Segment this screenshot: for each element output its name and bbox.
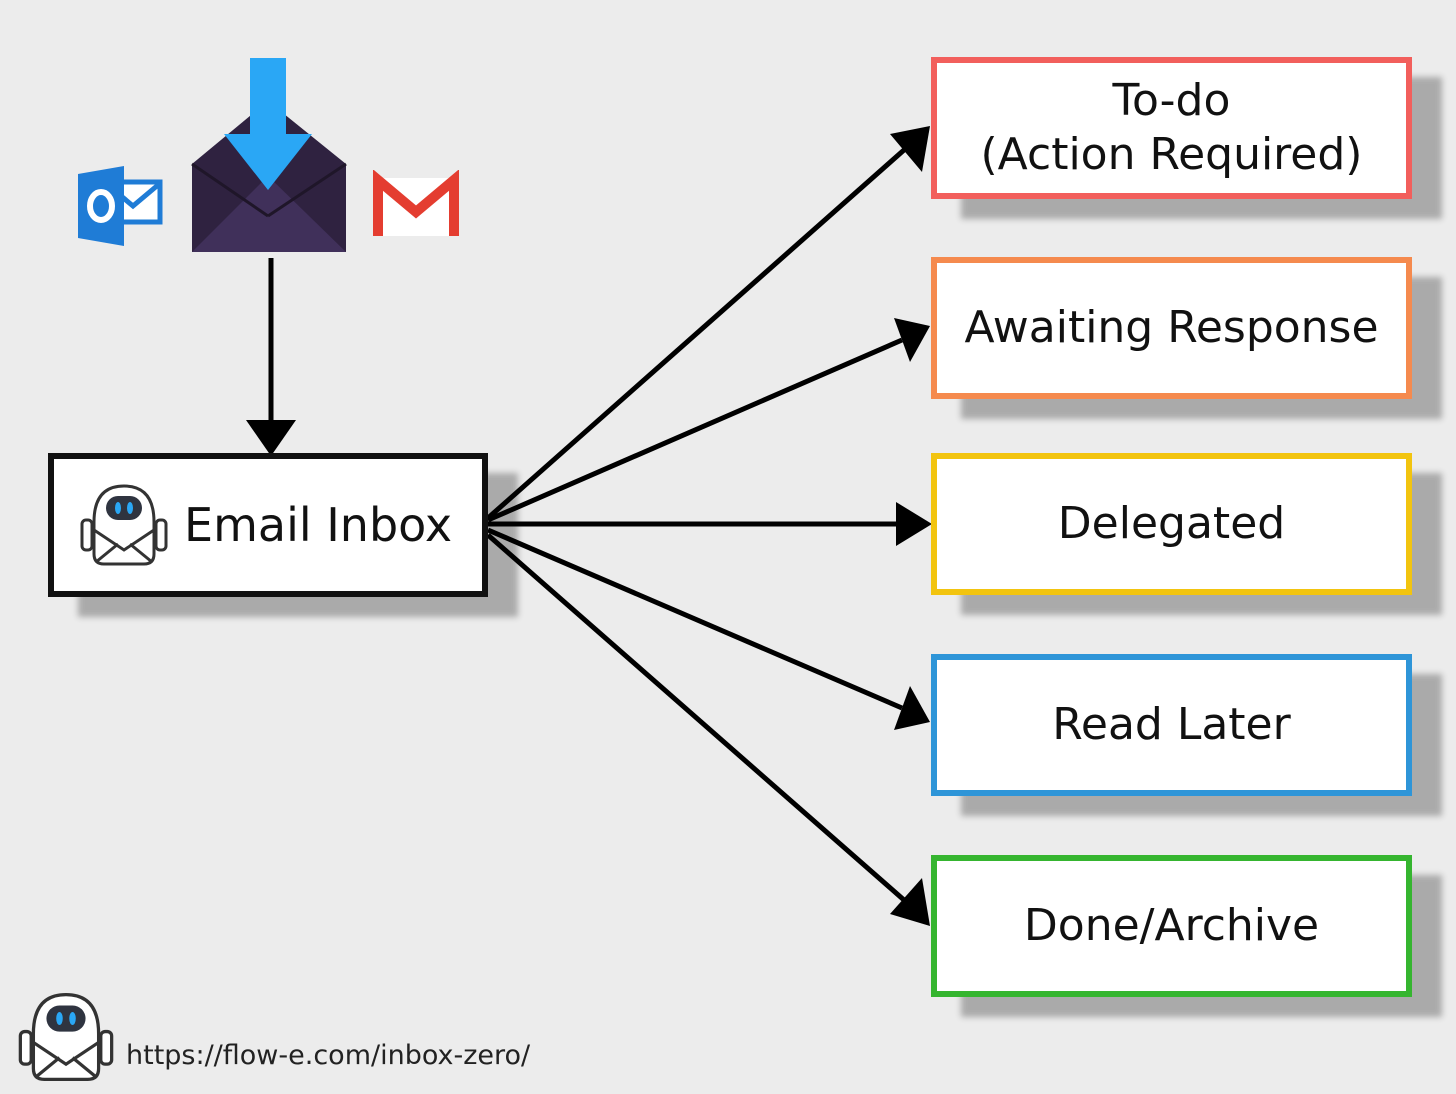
arrowhead-read-later [894, 686, 930, 730]
arrowhead-awaiting [894, 318, 930, 362]
arrowhead-delegated [896, 502, 932, 546]
category-read-later-label: Read Later [1052, 699, 1291, 751]
gmail-icon [373, 170, 459, 236]
robot-mail-logo-icon [18, 992, 114, 1082]
category-todo-label: To-do (Action Required) [980, 75, 1363, 180]
category-todo: To-do (Action Required) [931, 57, 1412, 199]
email-inbox-node: Email Inbox [48, 453, 488, 597]
arrowhead-inbox [246, 420, 296, 456]
category-awaiting-response: Awaiting Response [931, 257, 1412, 399]
category-delegated: Delegated [931, 453, 1412, 595]
category-done-archive: Done/Archive [931, 855, 1412, 997]
arrow-to-awaiting [487, 337, 903, 523]
footer-url[interactable]: https://flow-e.com/inbox-zero/ [126, 1040, 531, 1071]
category-delegated-label: Delegated [1057, 498, 1286, 550]
arrowhead-todo [890, 126, 930, 172]
category-done-archive-label: Done/Archive [1023, 900, 1320, 952]
robot-mail-icon [80, 484, 168, 566]
arrow-to-todo [486, 148, 906, 520]
outlook-icon [78, 166, 163, 246]
category-awaiting-response-label: Awaiting Response [964, 302, 1379, 354]
arrow-to-done [486, 533, 906, 902]
category-read-later: Read Later [931, 654, 1412, 796]
arrowhead-done [890, 878, 930, 926]
arrow-to-read-later [487, 527, 903, 711]
email-inbox-label: Email Inbox [184, 497, 453, 552]
envelope-download-icon [191, 58, 347, 252]
